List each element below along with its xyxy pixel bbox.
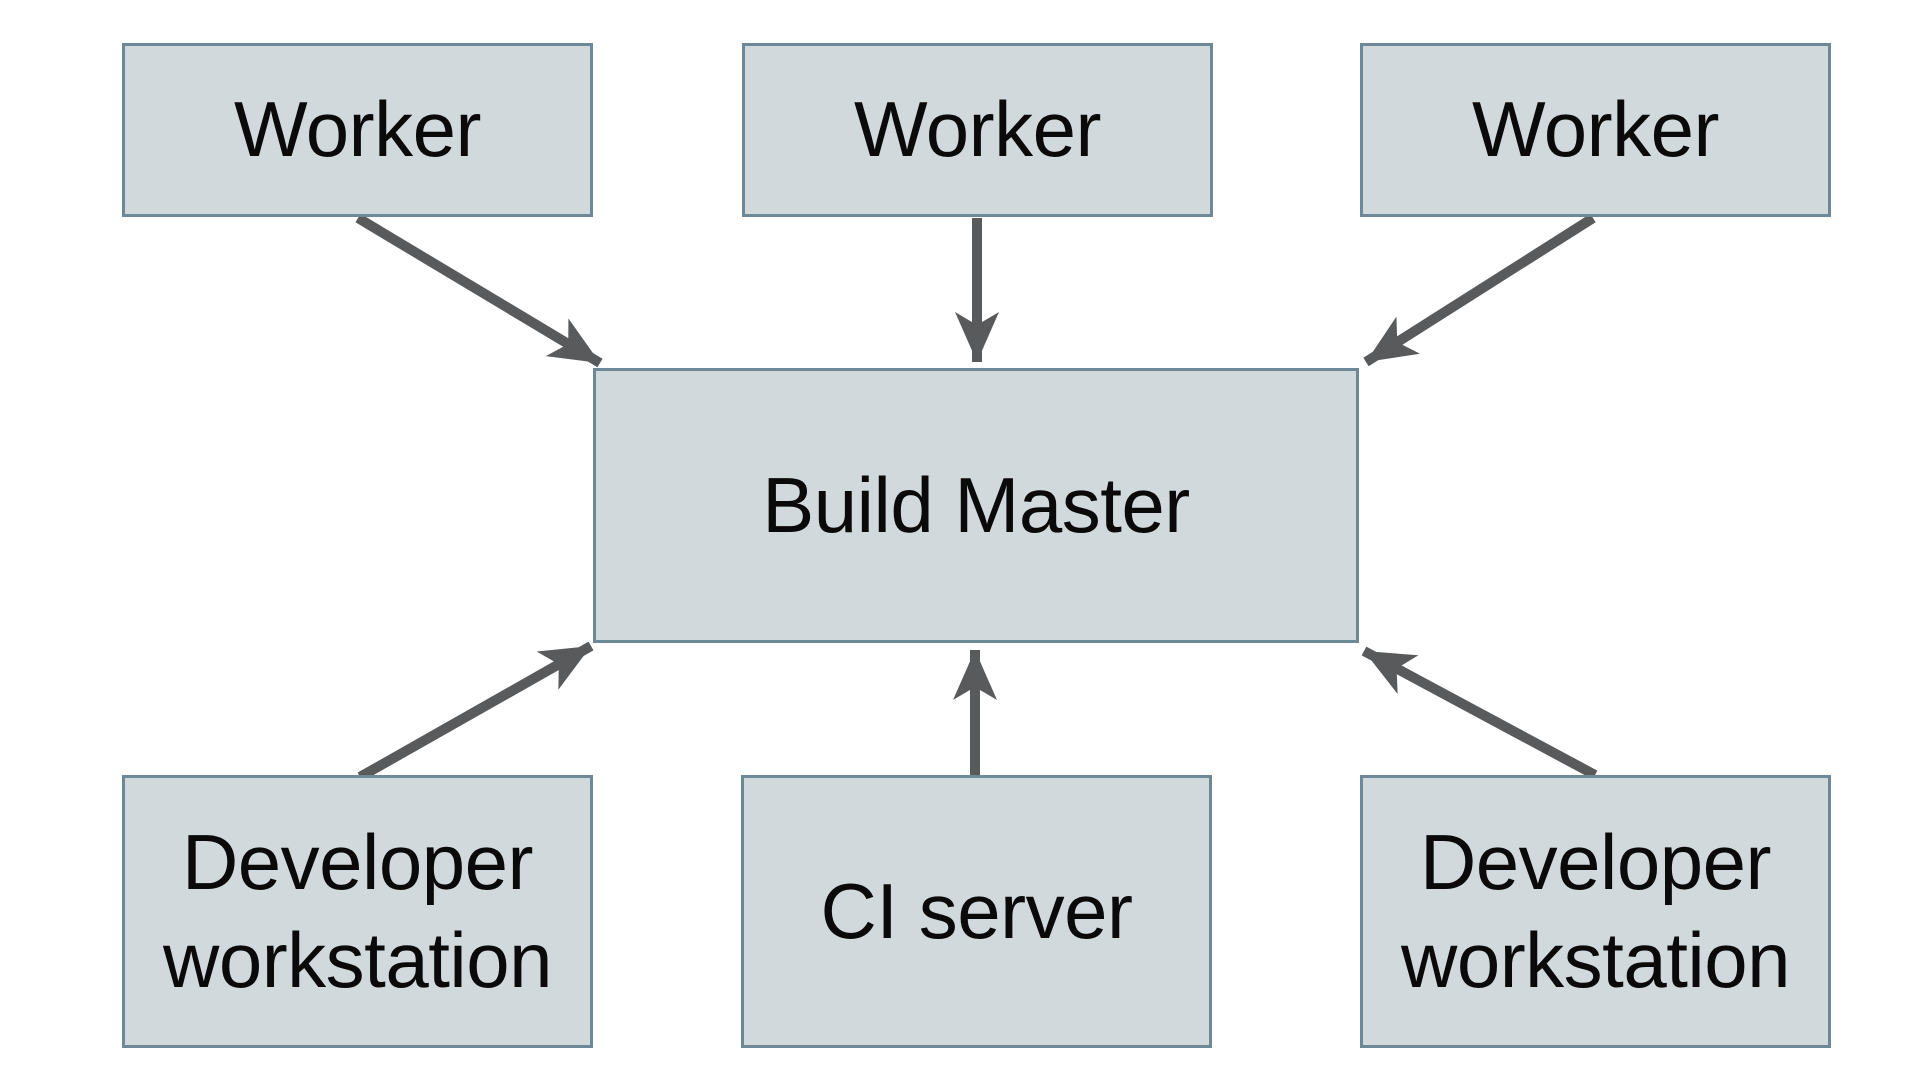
node-worker-2: Worker [742, 43, 1213, 217]
node-worker-3-label: Worker [1472, 85, 1719, 174]
node-developer-workstation-right-label: Developer workstation [1401, 818, 1791, 1004]
arrow-developer-workstation-right-to-build-master [1361, 646, 1598, 780]
arrow-developer-workstation-left-to-build-master [357, 641, 594, 782]
node-worker-1: Worker [122, 43, 593, 217]
node-developer-workstation-left: Developer workstation [122, 775, 593, 1048]
arrow-worker-1-to-build-master [355, 213, 603, 368]
arrow-worker-3-to-build-master [1363, 213, 1596, 367]
node-worker-2-label: Worker [854, 85, 1101, 174]
node-build-master: Build Master [593, 368, 1359, 643]
node-ci-server-label: CI server [820, 866, 1133, 955]
node-developer-workstation-left-label: Developer workstation [163, 818, 553, 1004]
node-build-master-label: Build Master [762, 460, 1190, 549]
node-worker-1-label: Worker [234, 85, 481, 174]
node-worker-3: Worker [1360, 43, 1831, 217]
node-developer-workstation-right: Developer workstation [1360, 775, 1831, 1048]
node-ci-server: CI server [741, 775, 1212, 1048]
